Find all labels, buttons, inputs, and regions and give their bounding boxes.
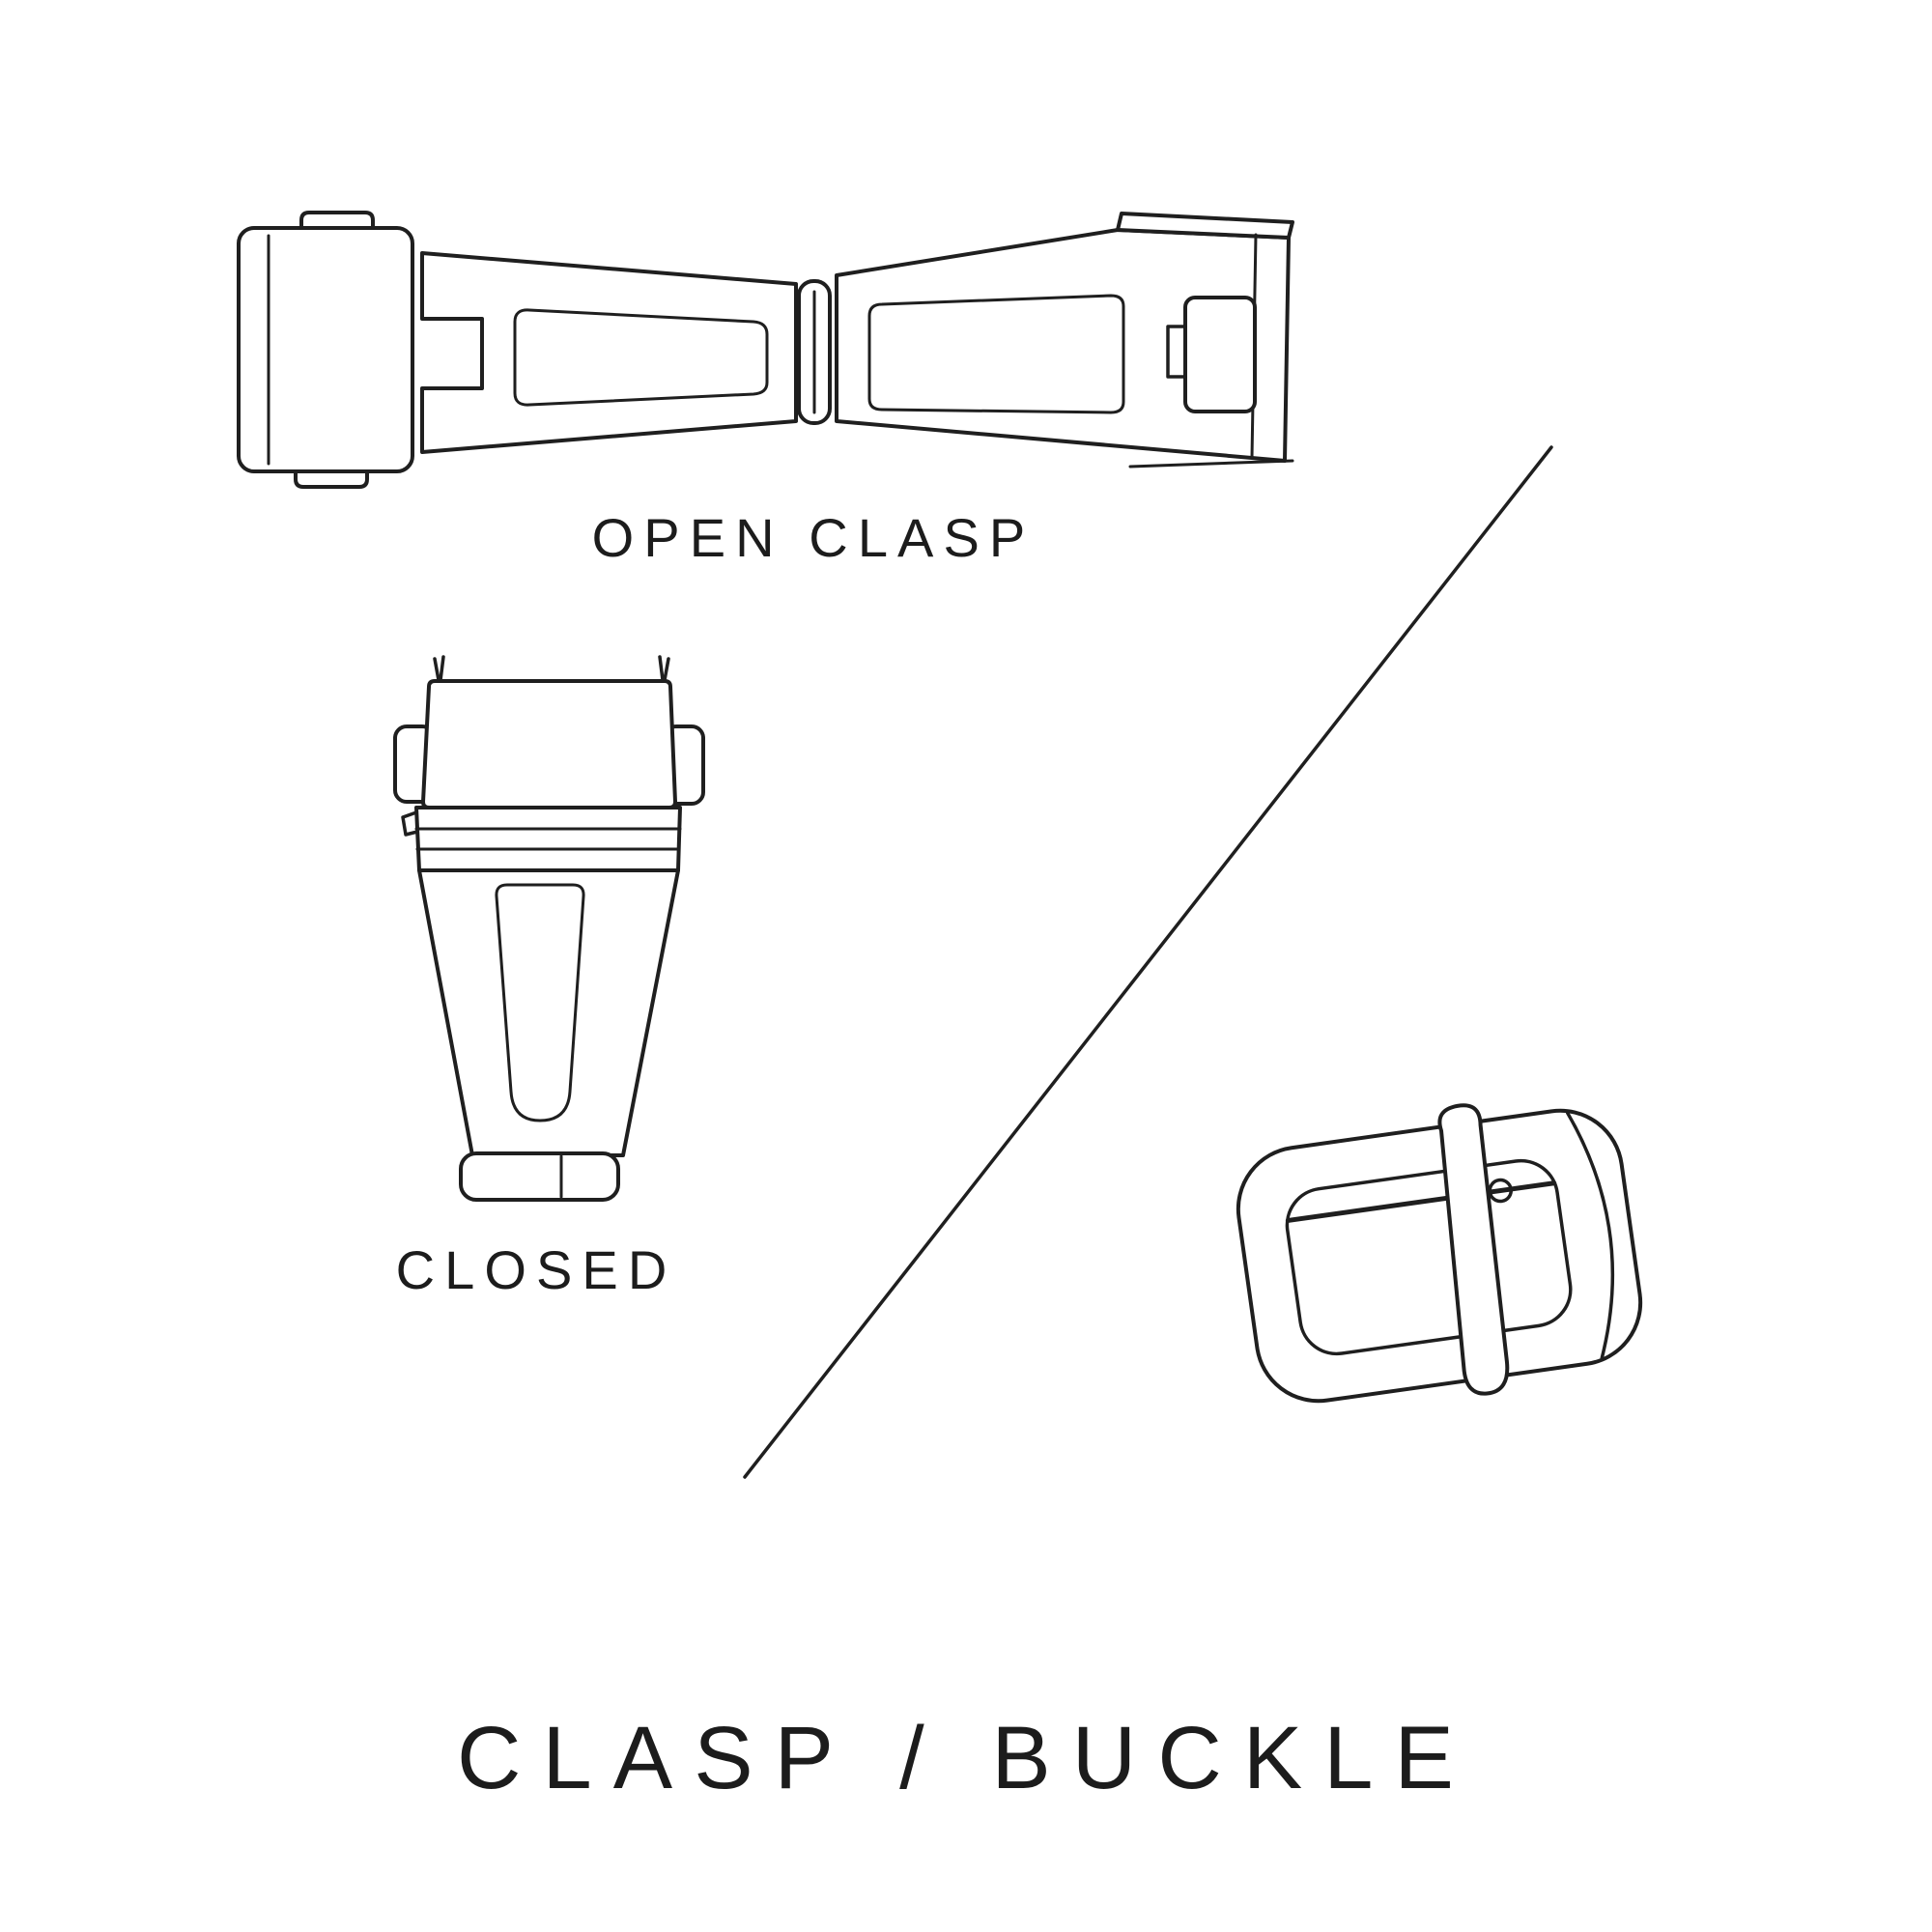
buckle-frame-inner (1285, 1158, 1573, 1356)
buckle-illustration (1236, 1103, 1643, 1404)
closed-clasp-band (414, 806, 682, 872)
open-clasp-right-arm-top-edge (1116, 212, 1294, 240)
open-clasp-right-arm-inner-outline (867, 294, 1125, 414)
closed-clasp-body (417, 868, 680, 1157)
diagram-title: CLASP / BUCKLE (457, 1709, 1475, 1807)
open-clasp-end-link-tab-bottom (294, 469, 369, 489)
open-clasp-illustration (237, 211, 1294, 489)
closed-clasp-prong-left (433, 655, 445, 682)
closed-clasp-bottom-bar (459, 1151, 620, 1202)
closed-clasp-body-inner-outline (495, 883, 585, 1122)
buckle-pin-ring (1488, 1178, 1513, 1204)
divider-line (743, 445, 1553, 1479)
open-clasp-left-arm-inner-outline (513, 308, 769, 407)
buckle-tongue (1437, 1103, 1510, 1396)
buckle-frame-right-contour (1565, 1111, 1615, 1360)
open-clasp-end-link (237, 226, 414, 473)
closed-label: CLOSED (395, 1239, 677, 1300)
open-clasp-catch-hook (1166, 325, 1187, 379)
open-clasp-catch (1183, 296, 1257, 413)
open-clasp-label: OPEN CLASP (591, 507, 1036, 568)
closed-clasp-prong-right (658, 655, 670, 682)
closed-clasp-band-tab (401, 810, 419, 837)
open-clasp-left-arm (420, 251, 798, 454)
open-clasp-right-arm (835, 228, 1291, 463)
open-clasp-end-lip (1128, 459, 1294, 469)
open-clasp-end-link-tab-top (299, 211, 375, 230)
closed-clasp-illustration (393, 655, 705, 1202)
closed-clasp-top-block (421, 679, 677, 810)
